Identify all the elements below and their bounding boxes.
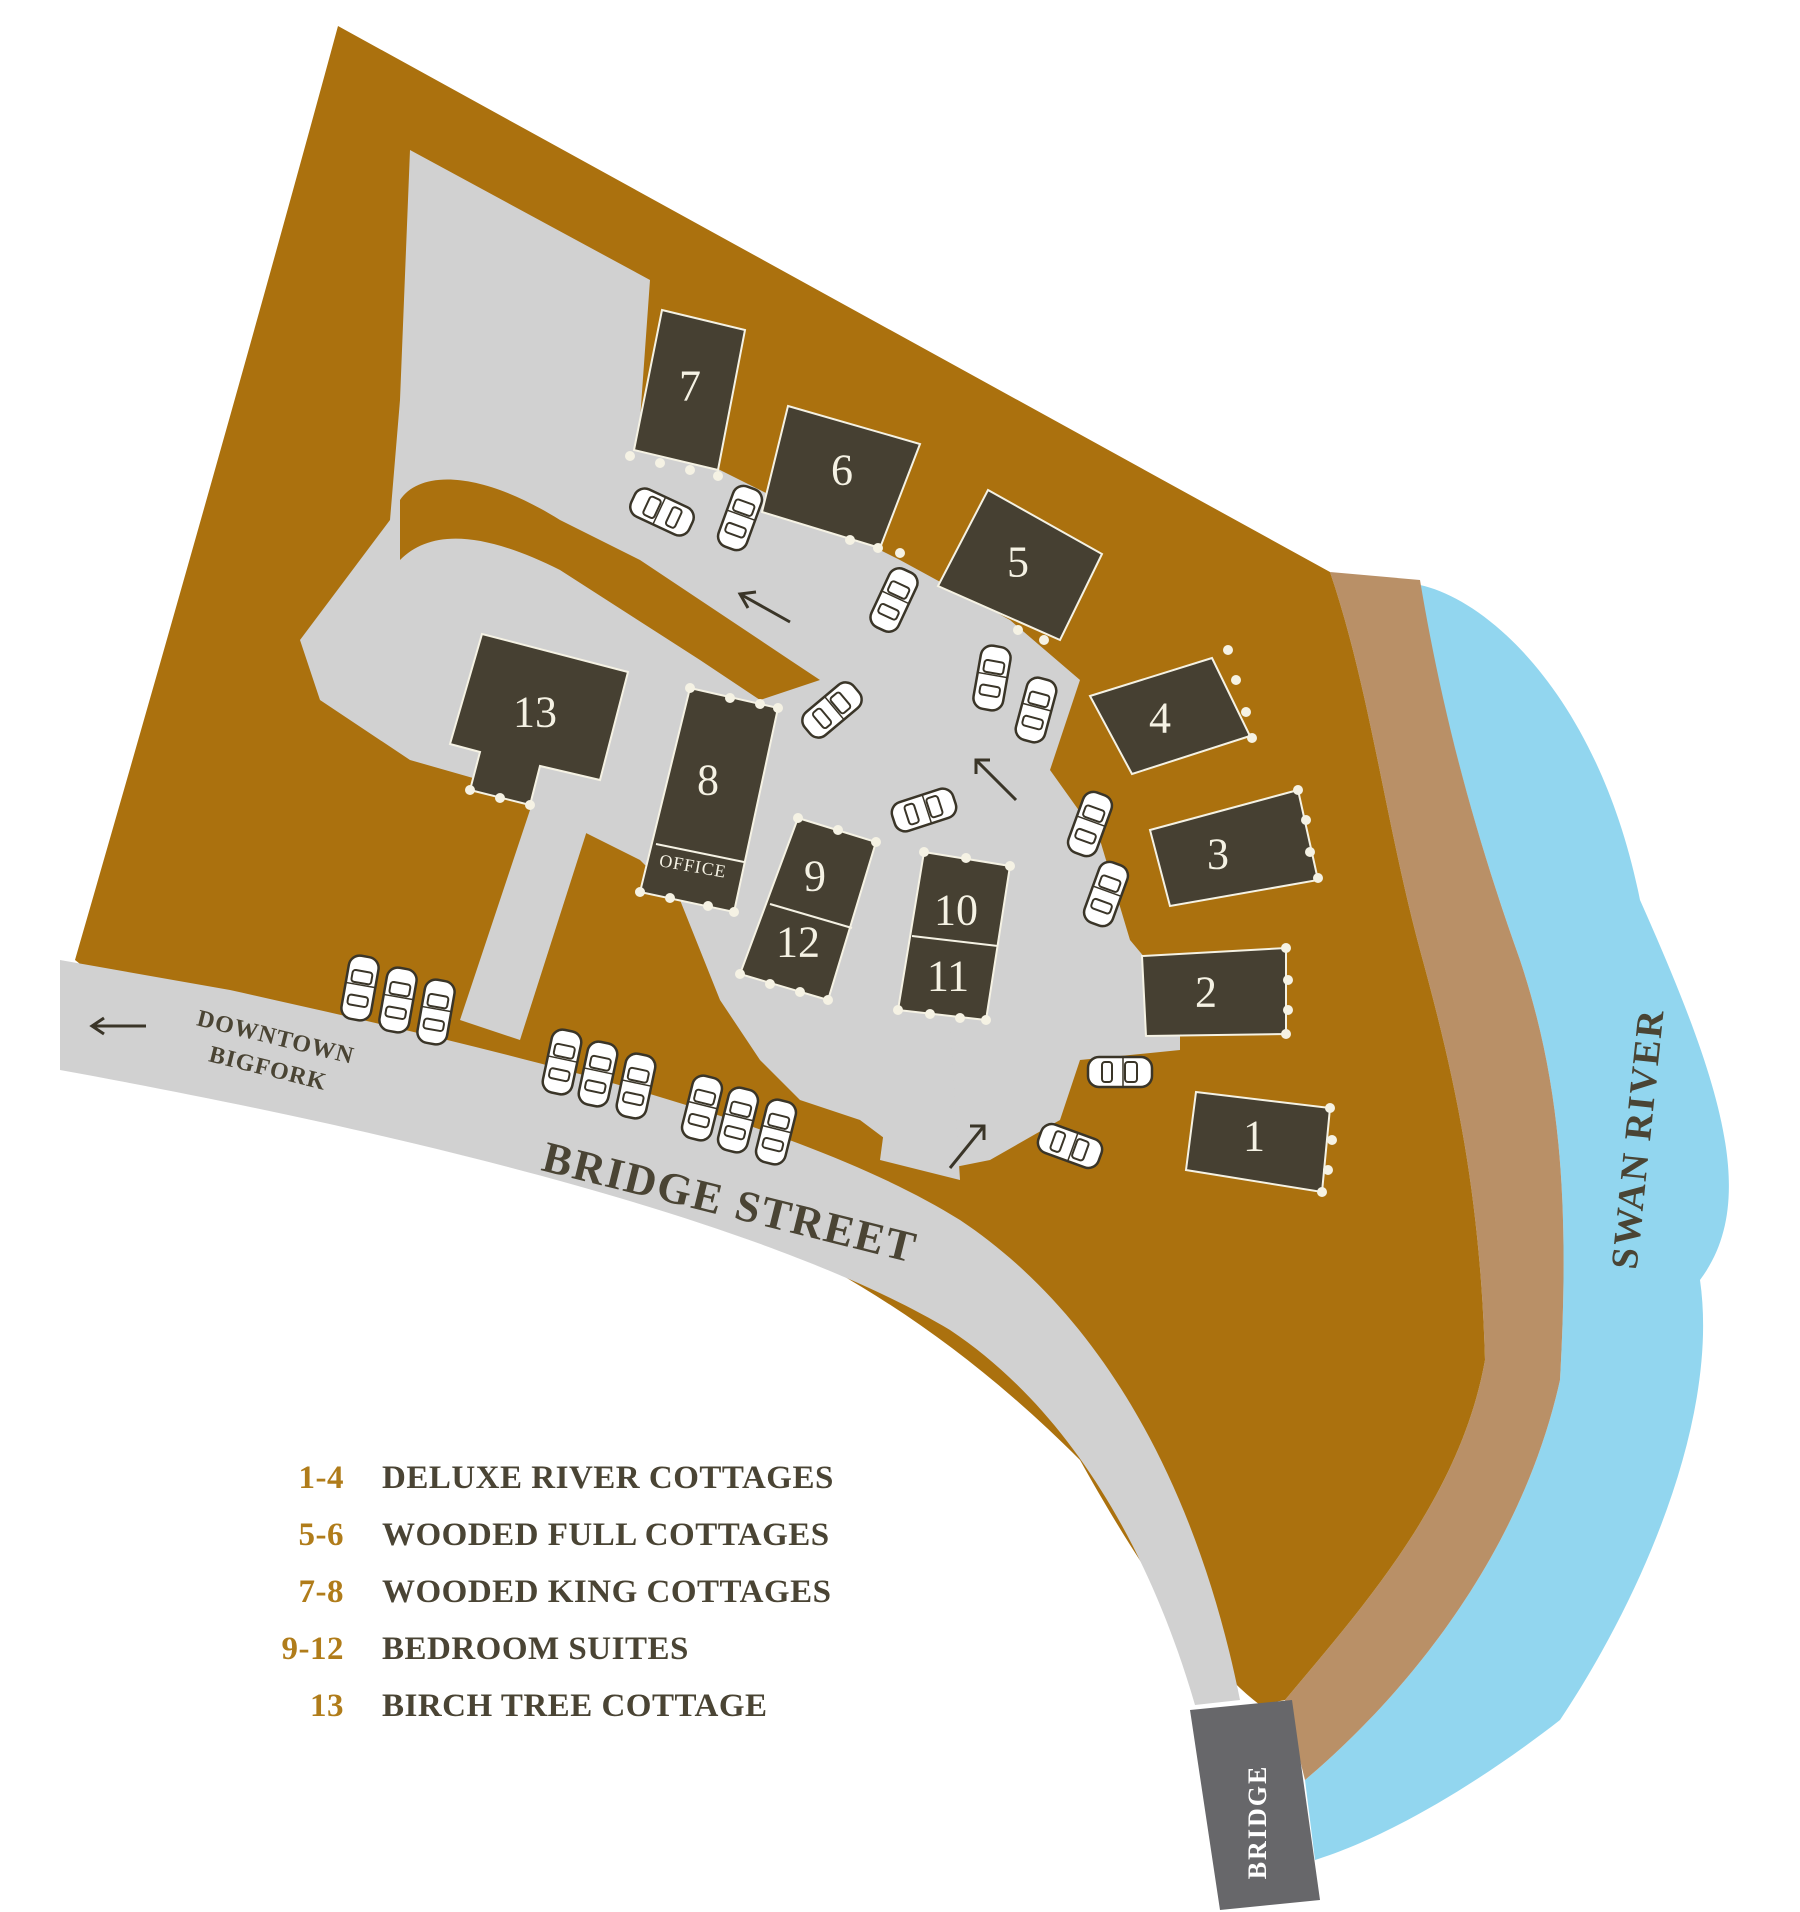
suite-number: 11 <box>927 952 969 1001</box>
legend-name: DELUXE RIVER COTTAGES <box>382 1460 834 1496</box>
legend-range: 7-8 <box>298 1574 344 1610</box>
cottage-6[interactable]: 6 <box>760 404 922 550</box>
legend-name: WOODED FULL COTTAGES <box>382 1517 830 1553</box>
legend-range: 9-12 <box>281 1631 344 1667</box>
cottage-number: 2 <box>1195 968 1217 1017</box>
cottage-number: 4 <box>1149 694 1171 743</box>
legend-name: BIRCH TREE COTTAGE <box>382 1688 768 1724</box>
legend-row: 7-8 WOODED KING COTTAGES <box>240 1564 1040 1621</box>
suite-number: 10 <box>934 886 978 935</box>
legend-row: 5-6 WOODED FULL COTTAGES <box>240 1507 1040 1564</box>
legend-row: 13 BIRCH TREE COTTAGE <box>240 1678 1040 1735</box>
legend-range: 5-6 <box>298 1517 344 1553</box>
cottage-8-office[interactable]: 8 OFFICE <box>638 686 780 914</box>
river-bank <box>1285 572 1564 1780</box>
legend-name: BEDROOM SUITES <box>382 1631 689 1667</box>
cottage-13[interactable]: 13 <box>448 632 630 807</box>
cottage-number: 1 <box>1243 1112 1265 1161</box>
cottage-5[interactable]: 5 <box>936 488 1104 642</box>
bridge: BRIDGE <box>1190 1700 1320 1910</box>
bridge-label: BRIDGE <box>1243 1765 1272 1880</box>
cottage-number: 7 <box>679 362 701 411</box>
legend-name: WOODED KING COTTAGES <box>382 1574 832 1610</box>
suite-number: 9 <box>804 852 826 901</box>
cottage-number: 6 <box>831 446 853 495</box>
cottage-number: 8 <box>697 756 719 805</box>
cottage-4[interactable]: 4 <box>1088 656 1252 776</box>
cottage-number: 13 <box>513 688 557 737</box>
legend-range: 13 <box>310 1688 344 1724</box>
legend-row: 9-12 BEDROOM SUITES <box>240 1621 1040 1678</box>
cottage-2[interactable]: 2 <box>1140 946 1287 1038</box>
map-legend: 1-4 DELUXE RIVER COTTAGES 5-6 WOODED FULL … <box>240 1450 1040 1735</box>
legend-range: 1-4 <box>298 1460 344 1496</box>
suite-number: 12 <box>776 918 820 967</box>
cottage-number: 3 <box>1207 830 1229 879</box>
cottage-7[interactable]: 7 <box>632 308 747 472</box>
cottage-number: 5 <box>1007 538 1029 587</box>
swan-river <box>1305 585 1729 1860</box>
suite-9-12[interactable]: 9 12 <box>738 816 878 1002</box>
arrow-icon <box>89 590 1018 1169</box>
legend-row: 1-4 DELUXE RIVER COTTAGES <box>240 1450 1040 1507</box>
deck-light-icon <box>465 451 1337 1197</box>
